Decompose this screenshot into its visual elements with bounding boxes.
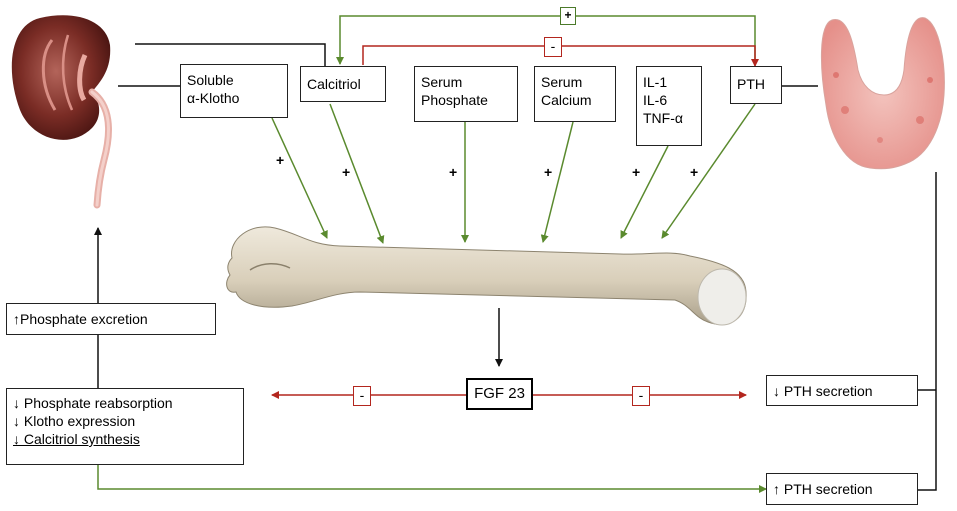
cytokine-line-3: TNF-α (643, 110, 683, 126)
calcium-arrow (540, 121, 574, 243)
pth-label: PTH (737, 76, 765, 92)
klotho-plus-sign: + (276, 152, 285, 168)
pth-decrease-box: ↓ PTH secretion (766, 375, 918, 406)
cytokine-box: IL-1 IL-6 TNF-α (636, 66, 702, 146)
calcitriol-label: Calcitriol (307, 76, 361, 92)
calcitriol-to-pth-secretion-line (97, 465, 767, 493)
cytokine-line-1: IL-1 (643, 74, 668, 90)
calcium-plus-sign: + (544, 164, 553, 180)
thyroid-image (820, 17, 945, 170)
kidney-to-calcitriol-line (135, 43, 326, 66)
fgf23-label: FGF 23 (474, 385, 525, 402)
cytokine-line-2: IL-6 (643, 92, 668, 108)
phosphate-reabsorption-label: ↓ Phosphate reabsorption (13, 395, 173, 411)
phosphate-excretion-label: ↑Phosphate excretion (13, 311, 148, 327)
klotho-box: Soluble α-Klotho (180, 64, 288, 118)
calcitriol-arrow (329, 103, 385, 244)
pth-increase-box: ↑ PTH secretion (766, 473, 918, 505)
fgf23-parathyroid-minus-sign: - (632, 386, 650, 406)
phosphate-line-2: Phosphate (421, 92, 488, 108)
pth-plus-sign: + (690, 164, 699, 180)
pth-calcitriol-plus-sign: + (560, 7, 576, 25)
thyroid-bracket-line (918, 172, 937, 491)
klotho-arrow (271, 117, 328, 239)
calcium-line-2: Calcium (541, 92, 592, 108)
kidney-image (11, 15, 112, 209)
calcitriol-synthesis-label: ↓ Calcitriol synthesis (13, 431, 140, 447)
klotho-expression-label: ↓ Klotho expression (13, 413, 136, 429)
pth-box: PTH (730, 66, 782, 104)
kidney-effects-box: ↓ Phosphate reabsorption ↓ Klotho expres… (6, 388, 244, 465)
klotho-line-1: Soluble (187, 72, 234, 88)
calcitriol-pth-minus-sign: - (544, 37, 562, 57)
pth-to-calcitriol-line (336, 15, 756, 65)
pth-decrease-label: ↓ PTH secretion (773, 383, 873, 399)
fgf23-box: FGF 23 (466, 378, 533, 410)
phosphate-excretion-box: ↑Phosphate excretion (6, 303, 216, 335)
calcitriol-box: Calcitriol (300, 66, 386, 102)
phosphate-line-1: Serum (421, 74, 463, 90)
klotho-line-2: α-Klotho (187, 90, 240, 106)
phosphate-box: Serum Phosphate (414, 66, 518, 122)
phosphate-plus-sign: + (449, 164, 458, 180)
calcium-line-1: Serum (541, 74, 583, 90)
bone-image (226, 226, 747, 326)
cytokine-arrow (620, 145, 669, 239)
cytokine-plus-sign: + (632, 164, 641, 180)
calcitriol-plus-sign: + (342, 164, 351, 180)
pth-arrow (661, 103, 756, 239)
pth-increase-label: ↑ PTH secretion (773, 481, 873, 497)
fgf23-kidney-minus-sign: - (353, 386, 371, 406)
calcium-box: Serum Calcium (534, 66, 616, 122)
